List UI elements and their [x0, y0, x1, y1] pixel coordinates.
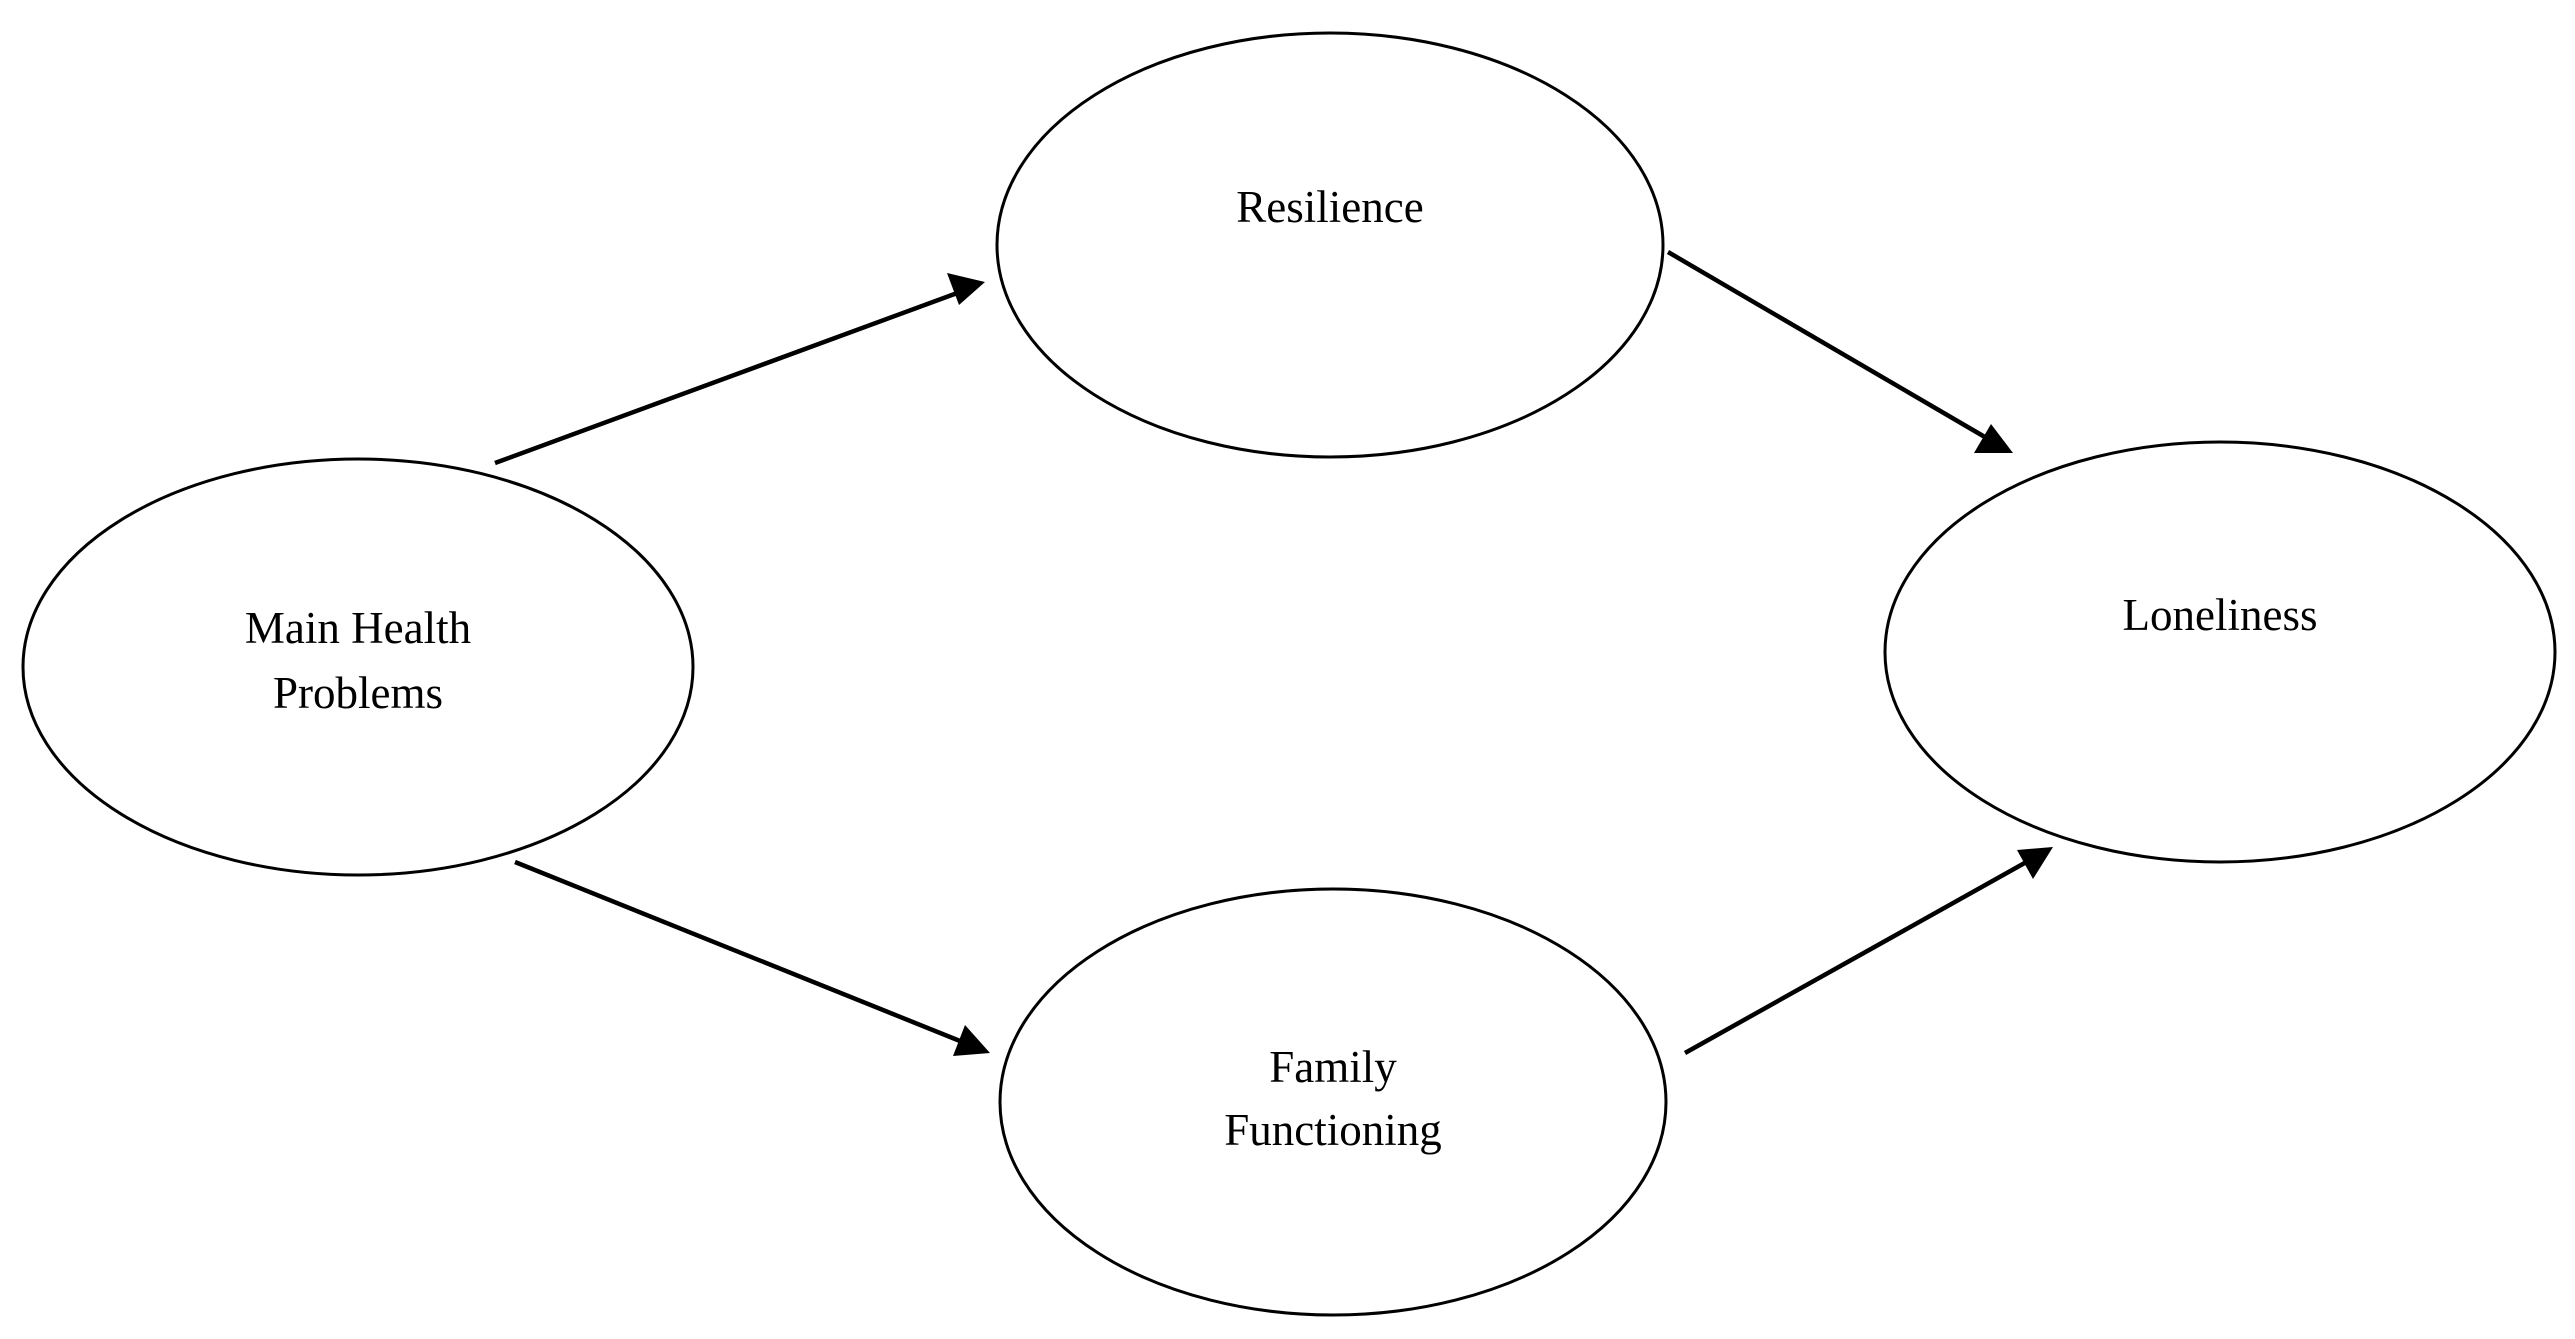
- edge-health-to-resilience: [494, 273, 985, 466]
- node-label: Main Health: [245, 603, 471, 653]
- arrowhead-icon: [953, 1025, 990, 1056]
- node-label: Family: [1269, 1042, 1397, 1092]
- node-main-health-problems: Main Health Problems: [21, 457, 695, 877]
- arrowhead-icon: [1974, 424, 2013, 453]
- edge-resilience-to-loneliness: [1666, 250, 2013, 453]
- node-label: Loneliness: [2123, 590, 2318, 640]
- arrowhead-icon: [947, 273, 985, 305]
- edge-family-to-loneliness: [1683, 847, 2053, 1055]
- edges: [494, 250, 2053, 1056]
- node-family-functioning: Family Functioning: [998, 887, 1668, 1317]
- node-loneliness: Loneliness: [1883, 440, 2557, 864]
- node-label: Functioning: [1224, 1105, 1442, 1155]
- node-label: Problems: [273, 668, 443, 718]
- node-resilience: Resilience: [995, 31, 1665, 459]
- arrowhead-icon: [2017, 847, 2053, 879]
- node-label: Resilience: [1236, 182, 1423, 232]
- edge-health-to-family: [514, 859, 990, 1056]
